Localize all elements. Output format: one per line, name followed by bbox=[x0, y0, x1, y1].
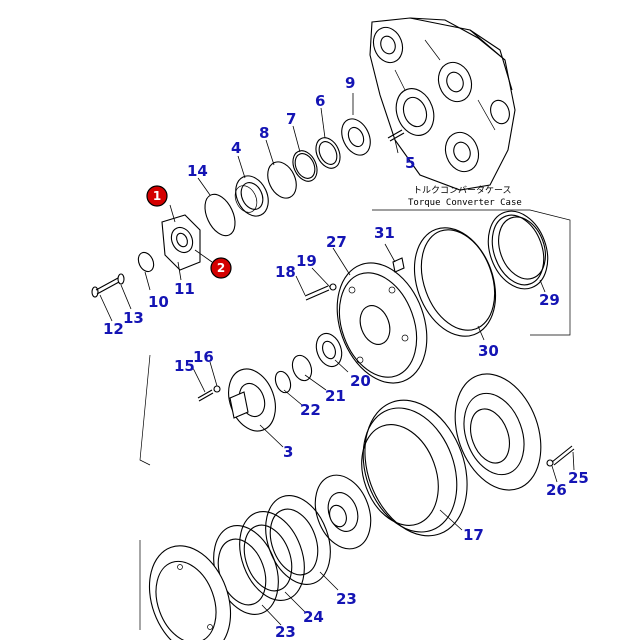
bolt-15-16 bbox=[197, 385, 221, 402]
label-6: 6 bbox=[315, 92, 325, 110]
hub bbox=[314, 474, 372, 550]
label-23b: 23 bbox=[336, 590, 357, 608]
label-22: 22 bbox=[300, 401, 321, 419]
gear-4 bbox=[234, 175, 269, 217]
label-5: 5 bbox=[405, 154, 415, 172]
label-26: 26 bbox=[546, 481, 567, 499]
label-15: 15 bbox=[174, 357, 195, 375]
label-19: 19 bbox=[296, 252, 317, 270]
ring-21 bbox=[291, 354, 313, 382]
part-labels: 9 6 7 8 4 5 14 11 10 13 12 31 27 19 18 2… bbox=[103, 74, 589, 640]
torque-converter-case bbox=[369, 17, 516, 191]
label-30: 30 bbox=[478, 342, 499, 360]
label-25: 25 bbox=[568, 469, 589, 487]
housing-11 bbox=[161, 214, 201, 271]
label-13: 13 bbox=[123, 309, 144, 327]
label-8: 8 bbox=[259, 124, 269, 142]
label-20: 20 bbox=[350, 372, 371, 390]
snap-ring-14 bbox=[204, 193, 236, 237]
seal-rings-30 bbox=[413, 227, 497, 337]
ring-7 bbox=[292, 150, 318, 182]
pin-5 bbox=[387, 129, 405, 142]
label-24: 24 bbox=[303, 608, 324, 626]
badge-1-label: 1 bbox=[153, 189, 161, 203]
label-21: 21 bbox=[325, 387, 346, 405]
ring-gear-17 bbox=[361, 399, 468, 537]
label-31: 31 bbox=[374, 224, 395, 242]
badge-2-label: 2 bbox=[217, 261, 225, 275]
label-29: 29 bbox=[539, 291, 560, 309]
bolt-31 bbox=[392, 257, 405, 273]
drum-26 bbox=[454, 373, 542, 491]
snap-ring-22 bbox=[274, 370, 292, 394]
ring-8 bbox=[267, 161, 297, 199]
gear-3 bbox=[228, 368, 276, 432]
label-18: 18 bbox=[275, 263, 296, 281]
label-10: 10 bbox=[148, 293, 169, 311]
gear-20 bbox=[315, 332, 343, 368]
label-11: 11 bbox=[174, 280, 195, 298]
group-frames bbox=[139, 209, 571, 630]
leader-lines-lower bbox=[192, 243, 575, 626]
label-3: 3 bbox=[283, 443, 293, 461]
seal-rings-29 bbox=[487, 210, 549, 290]
label-4: 4 bbox=[231, 139, 241, 157]
bearing-9 bbox=[341, 118, 371, 156]
carrier-27 bbox=[336, 262, 428, 384]
clutch-plate-24 bbox=[239, 511, 305, 601]
label-7: 7 bbox=[286, 110, 296, 128]
end-plate bbox=[148, 545, 232, 640]
ring-6 bbox=[315, 137, 341, 169]
leader-lines-upper bbox=[99, 93, 399, 322]
bolt-12-13 bbox=[91, 273, 125, 298]
badge-1: 1 bbox=[146, 185, 168, 207]
label-12: 12 bbox=[103, 320, 124, 338]
label-9: 9 bbox=[345, 74, 355, 92]
case-caption-en: Torque Converter Case bbox=[408, 198, 522, 208]
label-14: 14 bbox=[187, 162, 208, 180]
badge-2: 2 bbox=[210, 257, 232, 279]
label-23a: 23 bbox=[275, 623, 296, 640]
washer-10 bbox=[137, 251, 155, 273]
bolt-18-19 bbox=[304, 283, 337, 301]
label-17: 17 bbox=[463, 526, 484, 544]
label-27: 27 bbox=[326, 233, 347, 251]
label-16: 16 bbox=[193, 348, 214, 366]
case-caption-jp: トルクコンバータケース bbox=[413, 185, 512, 196]
bolt-25-26 bbox=[546, 445, 575, 467]
